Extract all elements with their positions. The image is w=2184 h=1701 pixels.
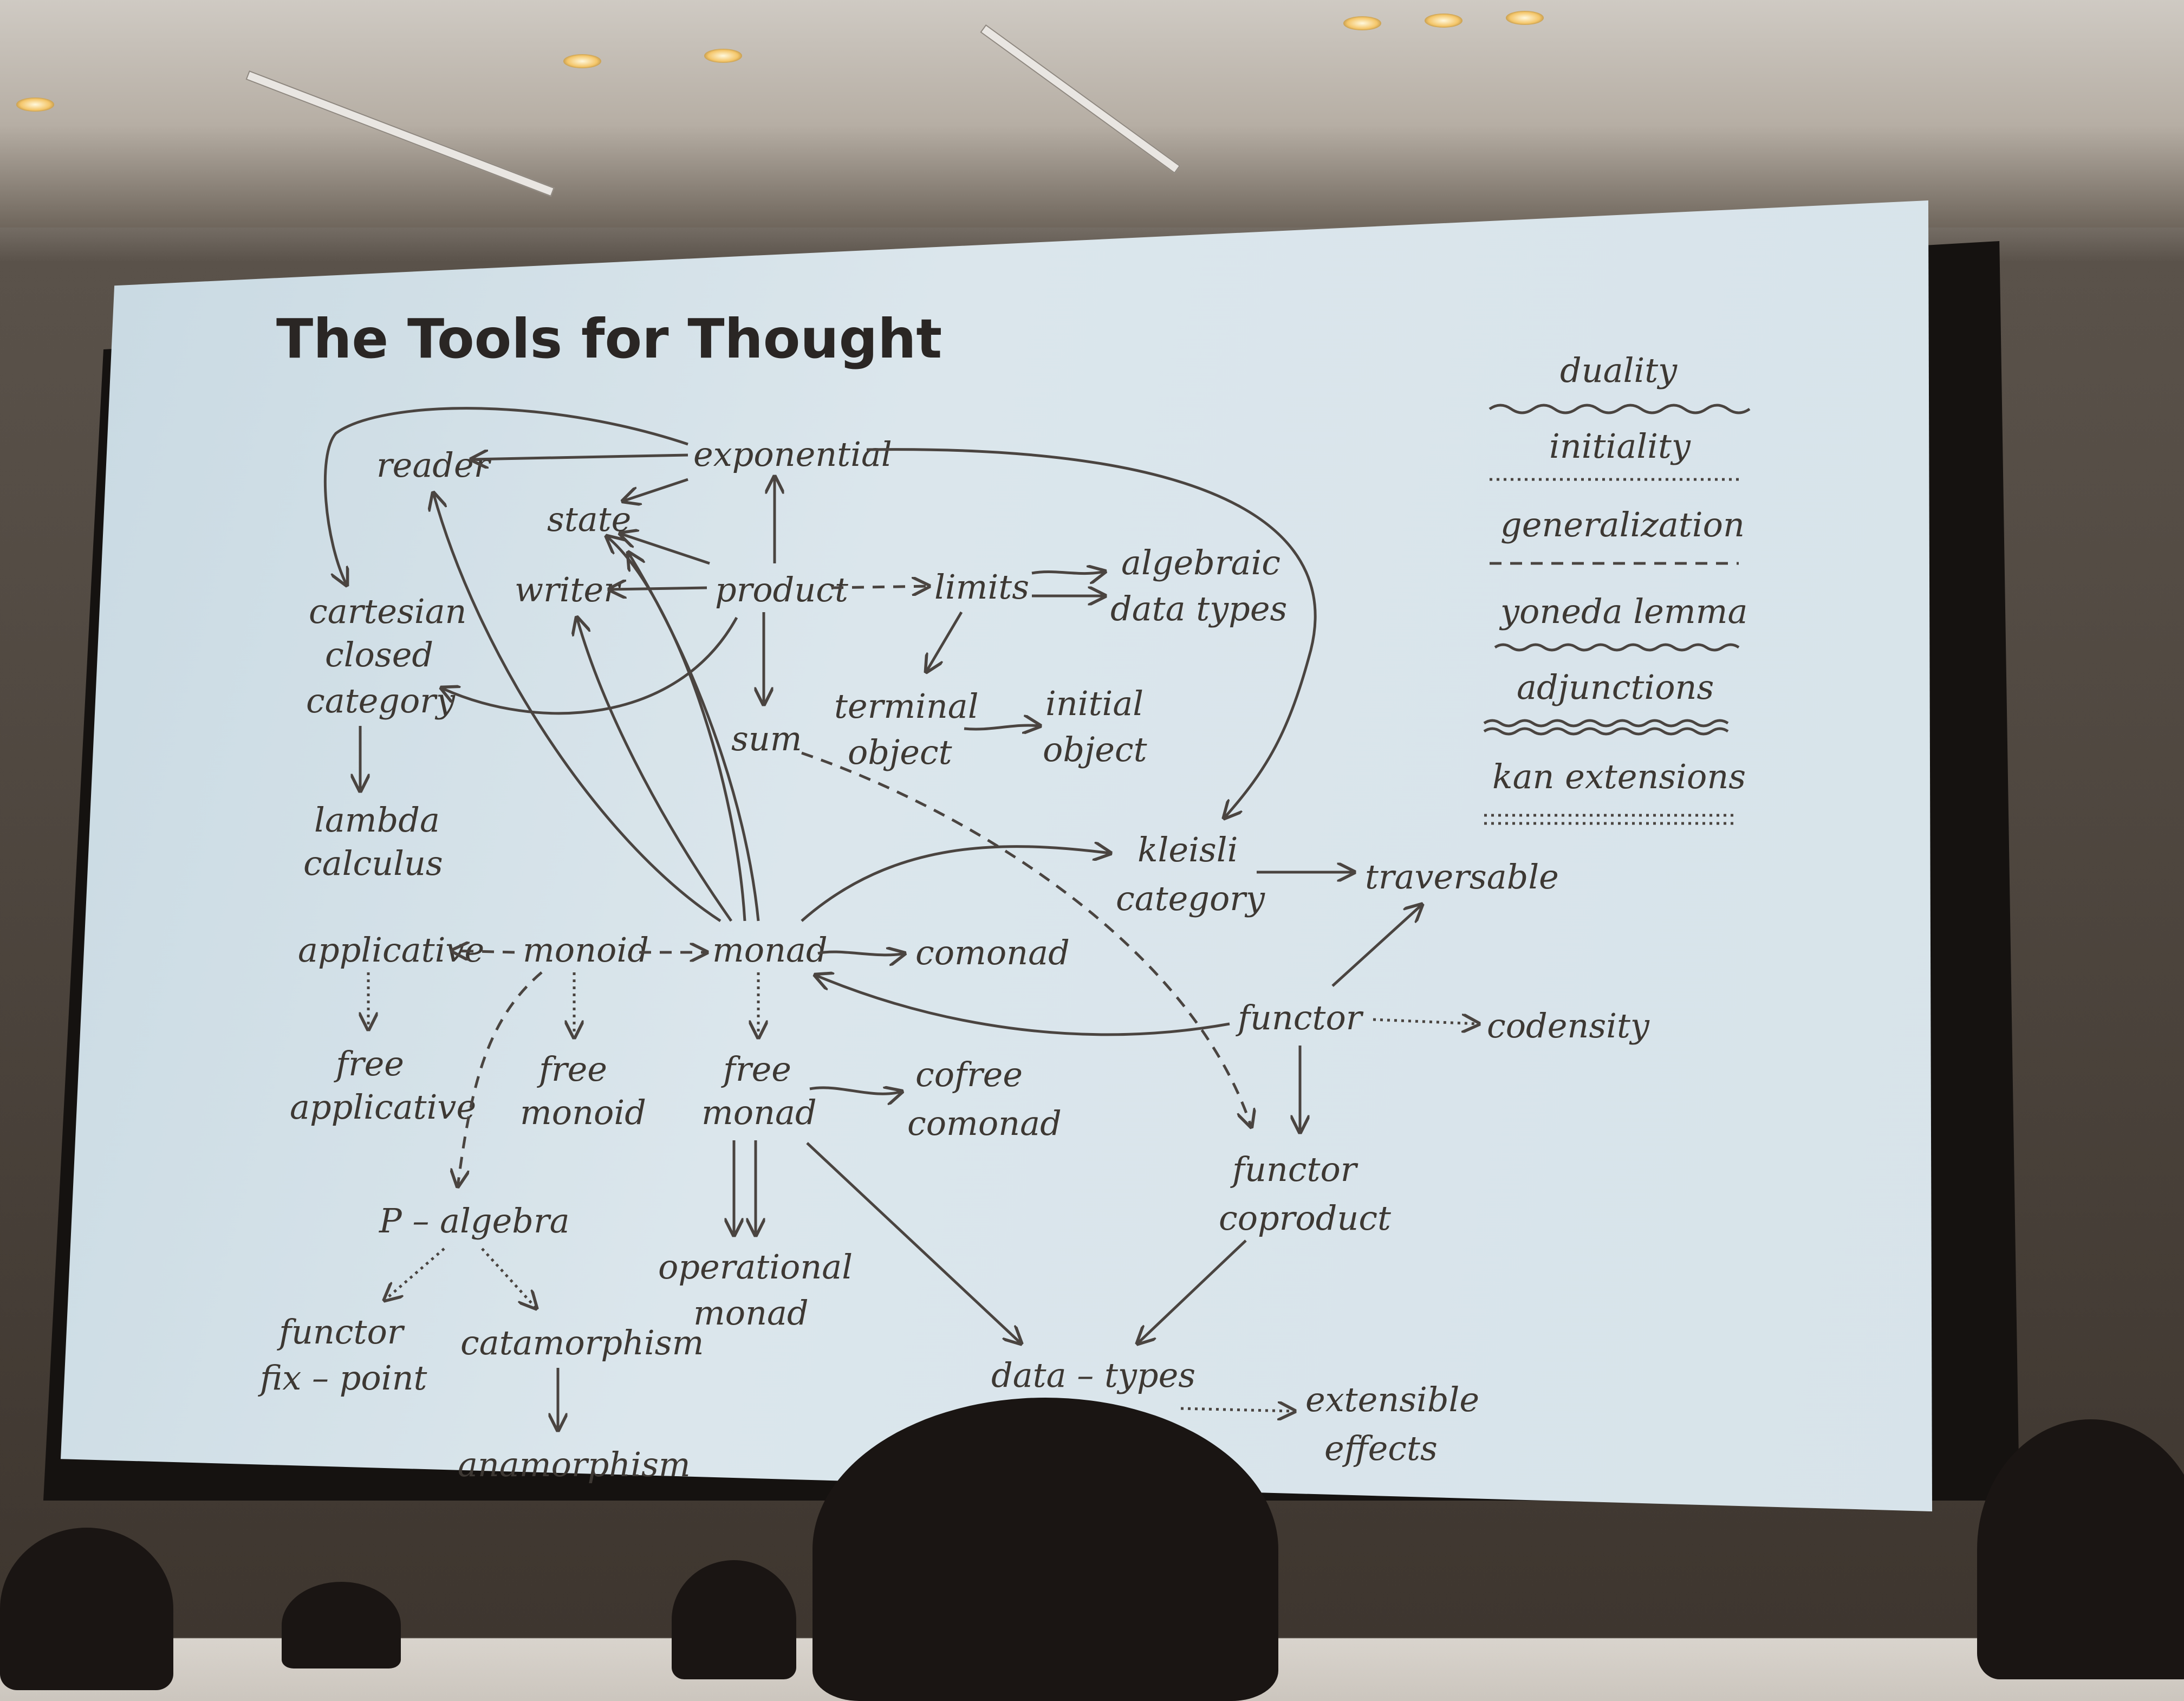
node-kleisli: kleisli bbox=[1138, 830, 1238, 869]
node-state: state bbox=[547, 499, 631, 539]
audience-head bbox=[0, 1528, 173, 1690]
node-traversable: traversable bbox=[1365, 857, 1559, 897]
node-free-applicative-free: free bbox=[334, 1044, 404, 1083]
node-exponential: exponential bbox=[693, 434, 892, 474]
node-closed: closed bbox=[325, 635, 433, 674]
node-comonad: comonad bbox=[915, 933, 1070, 972]
node-category: category bbox=[306, 681, 456, 720]
legend-label-duality: duality bbox=[1560, 350, 1678, 390]
node-calculus: calculus bbox=[303, 843, 443, 883]
ceiling-light bbox=[16, 98, 54, 112]
node-sum: sum bbox=[731, 719, 802, 758]
node-kleisli-category: category bbox=[1116, 879, 1265, 918]
legend-line-adjunctions bbox=[1483, 719, 1729, 736]
node-fix-point: fix – point bbox=[258, 1358, 427, 1398]
node-writer: writer bbox=[515, 570, 621, 609]
node-operational-monad: monad bbox=[693, 1293, 809, 1333]
ceiling-light bbox=[704, 49, 742, 63]
node-functor-fixpoint-functor: functor bbox=[277, 1312, 405, 1352]
ceiling-light bbox=[1506, 11, 1544, 25]
node-algebraic: algebraic bbox=[1121, 543, 1280, 582]
node-catamorphism: catamorphism bbox=[460, 1323, 704, 1362]
slide-title: The Tools for Thought bbox=[276, 307, 942, 371]
node-cartesian: cartesian bbox=[309, 592, 466, 631]
ceiling-light bbox=[1425, 14, 1462, 28]
node-operational: operational bbox=[658, 1247, 853, 1287]
node-functor-coproduct: coproduct bbox=[1219, 1198, 1391, 1238]
legend-label-initiality: initiality bbox=[1549, 426, 1691, 466]
node-free-monad: monad bbox=[701, 1093, 817, 1132]
slide-diagram: The Tools for Thought reader exponential… bbox=[258, 307, 1751, 1484]
audience-head bbox=[672, 1560, 796, 1679]
ceiling-light bbox=[563, 54, 601, 68]
node-p-algebra: P – algebra bbox=[379, 1201, 570, 1241]
node-object-terminal: object bbox=[848, 732, 952, 772]
node-applicative: applicative bbox=[298, 930, 484, 970]
node-monad: monad bbox=[712, 930, 828, 970]
node-anamorphism: anamorphism bbox=[458, 1445, 691, 1484]
node-lambda: lambda bbox=[314, 800, 440, 840]
node-free-monoid-free: free bbox=[537, 1049, 607, 1089]
node-extensible: extensible bbox=[1305, 1380, 1479, 1419]
legend-line-duality bbox=[1488, 404, 1751, 414]
node-reader: reader bbox=[376, 445, 492, 485]
legend: duality initiality generalization yoneda… bbox=[1483, 350, 1751, 825]
node-product: product bbox=[715, 570, 848, 609]
node-cofree: cofree bbox=[915, 1055, 1023, 1094]
node-free-monad-free: free bbox=[721, 1049, 791, 1089]
node-free-monoid: monoid bbox=[520, 1093, 646, 1132]
node-functor: functor bbox=[1236, 998, 1364, 1037]
node-object-initial: object bbox=[1043, 730, 1147, 769]
node-free-applicative: applicative bbox=[290, 1087, 476, 1127]
node-initial: initial bbox=[1045, 684, 1143, 723]
audience-head bbox=[282, 1582, 401, 1668]
node-limits: limits bbox=[934, 567, 1029, 607]
node-data-types: data types bbox=[1110, 589, 1287, 628]
node-cofree-comonad: comonad bbox=[907, 1103, 1062, 1143]
legend-label-generalization: generalization bbox=[1500, 505, 1745, 544]
legend-line-kan-extensions bbox=[1484, 814, 1736, 825]
audience-head bbox=[1977, 1419, 2184, 1679]
node-data-types-bottom: data – types bbox=[991, 1355, 1195, 1395]
node-monoid: monoid bbox=[523, 930, 649, 970]
node-terminal: terminal bbox=[834, 686, 979, 726]
audience-head bbox=[812, 1398, 1278, 1701]
legend-label-yoneda-lemma: yoneda lemma bbox=[1499, 592, 1747, 631]
legend-label-kan-extensions: kan extensions bbox=[1492, 757, 1746, 796]
node-effects: effects bbox=[1324, 1429, 1438, 1468]
node-codensity: codensity bbox=[1487, 1006, 1650, 1046]
legend-line-yoneda bbox=[1494, 643, 1740, 652]
diagram-edges bbox=[323, 407, 1479, 1430]
node-functor-coproduct-functor: functor bbox=[1230, 1150, 1358, 1189]
ceiling-light bbox=[1343, 16, 1381, 30]
legend-label-adjunctions: adjunctions bbox=[1517, 667, 1714, 707]
